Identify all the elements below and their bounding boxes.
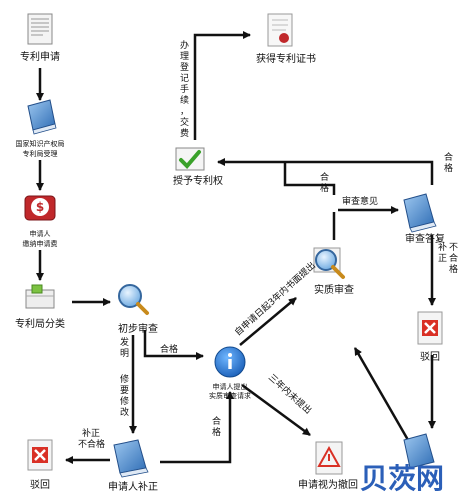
node-patent-application: 专利申请 bbox=[20, 50, 60, 63]
book-reply-icon bbox=[403, 193, 437, 233]
arrow-bottom-to-substantive bbox=[353, 347, 410, 441]
edge-correction-fail-left-1: 补正 bbox=[82, 427, 100, 439]
arrow-correction-to-request bbox=[160, 391, 234, 464]
warning-icon bbox=[315, 441, 343, 475]
node-grant: 授予专利权 bbox=[173, 174, 223, 187]
node-certificate: 获得专利证书 bbox=[256, 52, 316, 65]
edge-pass-prelim: 合格 bbox=[160, 343, 178, 355]
edge-pass-top: 合格 bbox=[320, 171, 329, 194]
node-request-line1: 申请人提出 bbox=[213, 382, 248, 391]
node-applicant-correction: 申请人补正 bbox=[108, 480, 158, 493]
arrow-request-to-withdrawn bbox=[241, 383, 311, 437]
fee-dollar-icon: $ bbox=[24, 195, 56, 221]
edge-within-3y: 自申请日起3年内书面提出 bbox=[232, 259, 318, 338]
book-accept-icon bbox=[27, 99, 57, 135]
arrow-request-to-substantive bbox=[239, 297, 297, 346]
node-fee-line1: 申请人 bbox=[30, 229, 51, 238]
edge-exam-opinion: 审查意见 bbox=[342, 195, 378, 207]
edge-invention: 发明 bbox=[120, 336, 129, 359]
node-sipo-line1: 国家知识产权局 bbox=[16, 139, 65, 148]
node-exam-reply: 审查答复 bbox=[405, 232, 445, 245]
node-fee-line2: 缴纳申请费 bbox=[23, 239, 58, 248]
edge-pass-right: 合格 bbox=[444, 151, 453, 174]
node-classification: 专利局分类 bbox=[15, 317, 65, 330]
grant-check-icon bbox=[175, 147, 205, 171]
certificate-icon bbox=[267, 13, 293, 47]
node-preliminary-exam: 初步审查 bbox=[118, 322, 158, 335]
edge-register-fee: 办理登记手续，交费 bbox=[180, 39, 189, 139]
edge-pass-bottom: 合格 bbox=[212, 415, 221, 438]
edge-correction-fail-right: 补正不合格 bbox=[438, 241, 458, 275]
book-correction-icon bbox=[113, 439, 149, 478]
watermark-text: 贝茨网 bbox=[360, 462, 444, 495]
book-bottom-icon bbox=[403, 433, 435, 469]
arrow-grant-to-certificate bbox=[193, 31, 251, 140]
reject-right-icon bbox=[417, 311, 443, 345]
node-sipo-line2: 专利局受理 bbox=[23, 149, 58, 158]
edge-labels: 办理登记手续，交费 合格 审查意见 合格 补正不合格 合格 发明 修要修改 补正… bbox=[78, 39, 458, 450]
node-reject-left: 驳回 bbox=[30, 479, 50, 491]
substantive-magnifier-icon bbox=[313, 247, 345, 279]
node-withdrawn: 申请视为撤回 bbox=[298, 478, 358, 491]
reject-left-icon bbox=[27, 439, 53, 471]
edge-after-3y: 三年内未提出 bbox=[266, 371, 314, 416]
magnifier-icon bbox=[118, 284, 149, 315]
info-icon bbox=[214, 346, 246, 378]
arrow-prelim-to-request bbox=[143, 330, 204, 360]
node-substantive-exam: 实质审查 bbox=[314, 283, 354, 296]
document-icon bbox=[27, 13, 53, 45]
svg-text:$: $ bbox=[36, 200, 44, 214]
arrow-reply-to-grant bbox=[217, 158, 434, 185]
connectors bbox=[36, 31, 436, 464]
node-reject-right: 驳回 bbox=[420, 351, 440, 363]
line-substantive-to-grant bbox=[283, 162, 336, 195]
edge-correction-fail-left-2: 不合格 bbox=[78, 438, 105, 450]
edge-needs-fix: 修要修改 bbox=[120, 373, 129, 418]
node-request-line2: 实质审查请求 bbox=[209, 391, 251, 400]
classify-box-icon bbox=[25, 284, 55, 309]
